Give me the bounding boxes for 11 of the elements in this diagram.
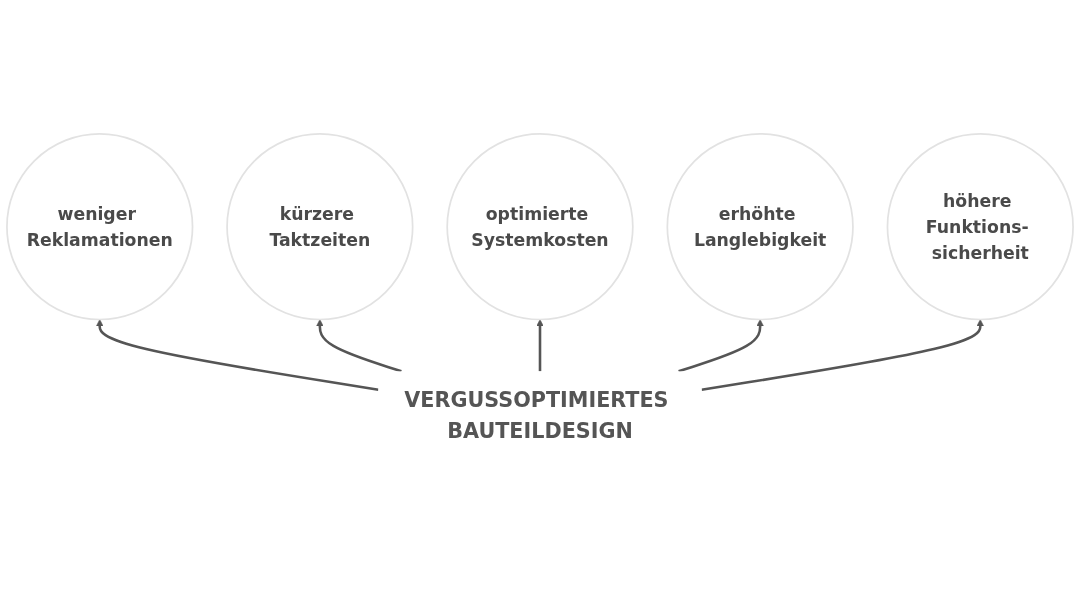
node-circle: optimierte Systemkosten (446, 133, 634, 321)
node-text: VERGUSSOPTIMIERTES BAUTEILDESIGN (404, 388, 669, 444)
arrow (536, 319, 544, 372)
arrow (316, 319, 402, 373)
node-circle: erhöhte Langlebigkeit (666, 133, 854, 321)
node-circle: höhere Funktions- sicherheit (886, 133, 1074, 321)
node-circle: weniger Reklamationen (6, 133, 194, 321)
arrow (95, 319, 379, 392)
node-circle: kürzere Taktzeiten (226, 133, 414, 321)
arrow (701, 319, 985, 392)
arrow (678, 319, 764, 373)
